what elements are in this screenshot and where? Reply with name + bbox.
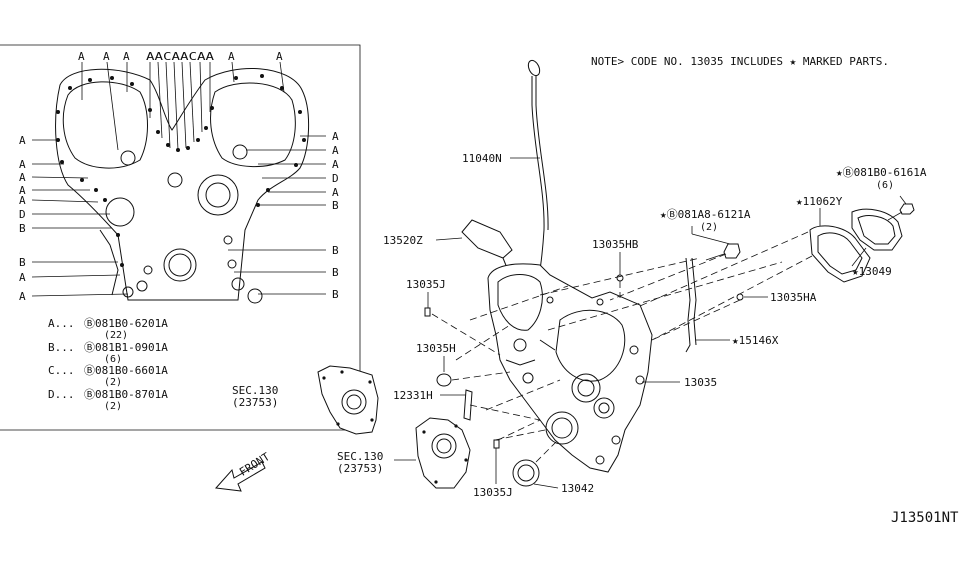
callout-081a8-qty: (2) bbox=[700, 222, 718, 233]
pin-13035j-top bbox=[424, 292, 501, 356]
callout-12331h: 12331H bbox=[393, 389, 433, 402]
front-arrow: FRONT bbox=[214, 450, 272, 492]
sec130-cover-upper bbox=[317, 365, 379, 435]
stud-12331h bbox=[440, 389, 541, 421]
inset-letter-a: A bbox=[19, 290, 26, 303]
diagram-id: J13501NT bbox=[891, 510, 959, 526]
inset-letter-a: A bbox=[19, 134, 26, 147]
assembly-guide-lines bbox=[455, 257, 783, 441]
inset-letter-a: A bbox=[332, 130, 339, 143]
inset-letter-a: A bbox=[123, 50, 130, 63]
legend-part-a: Ⓑ081B0-6201A bbox=[84, 317, 168, 330]
oil-seal-13042 bbox=[512, 441, 559, 489]
sec130-cover-lower bbox=[394, 417, 471, 489]
callout-13520z: 13520Z bbox=[383, 234, 423, 247]
inset-letter-a: A bbox=[19, 158, 26, 171]
callout-081b0-6161a: ★Ⓑ081B0-6161A bbox=[836, 166, 927, 179]
callout-13035j-top: 13035J bbox=[406, 278, 446, 291]
inset-letter-d: D bbox=[19, 208, 26, 221]
water-outlet-11062y-13049 bbox=[639, 195, 915, 341]
legend-part-c: Ⓑ081B0-6601A bbox=[84, 364, 168, 377]
inset-letter-a: A bbox=[19, 184, 26, 197]
inset-letter-a: A bbox=[103, 50, 110, 63]
callout-11040n: 11040N bbox=[462, 152, 502, 165]
callout-sec130-lower: SEC.130 bbox=[337, 450, 383, 463]
legend-key-c: C... bbox=[48, 364, 75, 377]
inset-letter-b: B bbox=[19, 256, 26, 269]
inset-cover-drawing bbox=[55, 68, 309, 304]
guide-tube-13520z bbox=[435, 219, 523, 301]
front-cover-13035 bbox=[487, 263, 680, 473]
main-exploded-view: 11040N 13520Z bbox=[214, 59, 927, 499]
inset-letter-a: A bbox=[228, 50, 235, 63]
bolt-081a8-6121a bbox=[609, 226, 741, 301]
inset-letter-a: A bbox=[19, 194, 26, 207]
inset-letter-a: A bbox=[19, 171, 26, 184]
inset-letter-a: A bbox=[332, 186, 339, 199]
o-ring-13035h bbox=[436, 356, 511, 387]
inset-panel: A A A AACAACAA A A A A A A A D B B A A A… bbox=[0, 44, 361, 431]
inset-letter-a: A bbox=[276, 50, 283, 63]
legend-qty-a: (22) bbox=[104, 330, 128, 341]
callout-13042: 13042 bbox=[561, 482, 594, 495]
dowel-13035hb bbox=[616, 252, 624, 298]
legend-part-d: Ⓑ081B0-8701A bbox=[84, 388, 168, 401]
legend-qty-d: (2) bbox=[104, 401, 122, 412]
callout-13035h: 13035H bbox=[416, 342, 456, 355]
legend-part-b: Ⓑ081B1-0901A bbox=[84, 341, 168, 354]
legend-qty-b: (6) bbox=[104, 354, 122, 365]
inset-bolt-holes bbox=[56, 74, 306, 267]
legend-key-d: D... bbox=[48, 388, 75, 401]
inset-letter-a: A bbox=[332, 158, 339, 171]
pin-13035j-bottom bbox=[493, 419, 541, 484]
callout-13049: ★13049 bbox=[852, 265, 892, 278]
note-text: NOTE> CODE NO. 13035 INCLUDES ★ MARKED P… bbox=[591, 55, 889, 68]
inset-leaders bbox=[31, 61, 326, 297]
legend-key-b: B... bbox=[48, 341, 75, 354]
callout-13035hb: 13035HB bbox=[592, 238, 639, 251]
callout-sec130-upper-sub: (23753) bbox=[232, 396, 278, 409]
inset-letter-b: B bbox=[332, 244, 339, 257]
callout-11062y: ★11062Y bbox=[796, 195, 843, 208]
callout-sec130-upper: SEC.130 bbox=[232, 384, 278, 397]
inset-legend: A... Ⓑ081B0-6201A (22) B... Ⓑ081B1-0901A… bbox=[48, 317, 168, 412]
inset-letter-b: B bbox=[332, 288, 339, 301]
legend-key-a: A... bbox=[48, 317, 75, 330]
callout-13035j-bottom: 13035J bbox=[473, 486, 513, 499]
inset-letter-b: B bbox=[332, 266, 339, 279]
inset-letter-a: A bbox=[19, 271, 26, 284]
inset-letter-a: A bbox=[332, 144, 339, 157]
callout-081a8-6121a: ★Ⓑ081A8-6121A bbox=[660, 208, 751, 221]
callout-13035ha: 13035HA bbox=[770, 291, 817, 304]
legend-qty-c: (2) bbox=[104, 377, 122, 388]
inset-letter-group: AACAACAA bbox=[146, 50, 214, 63]
inset-letter-b: B bbox=[19, 222, 26, 235]
inset-border bbox=[0, 44, 361, 431]
callout-13035: 13035 bbox=[684, 376, 717, 389]
callout-081b0-qty: (6) bbox=[876, 180, 894, 191]
inset-letter-a: A bbox=[78, 50, 85, 63]
callout-15146x: ★15146X bbox=[732, 334, 779, 347]
inset-letter-b: B bbox=[332, 199, 339, 212]
callout-sec130-lower-sub: (23753) bbox=[337, 462, 383, 475]
oil-tube-15146x bbox=[685, 257, 730, 353]
inset-letter-d: D bbox=[332, 172, 339, 185]
